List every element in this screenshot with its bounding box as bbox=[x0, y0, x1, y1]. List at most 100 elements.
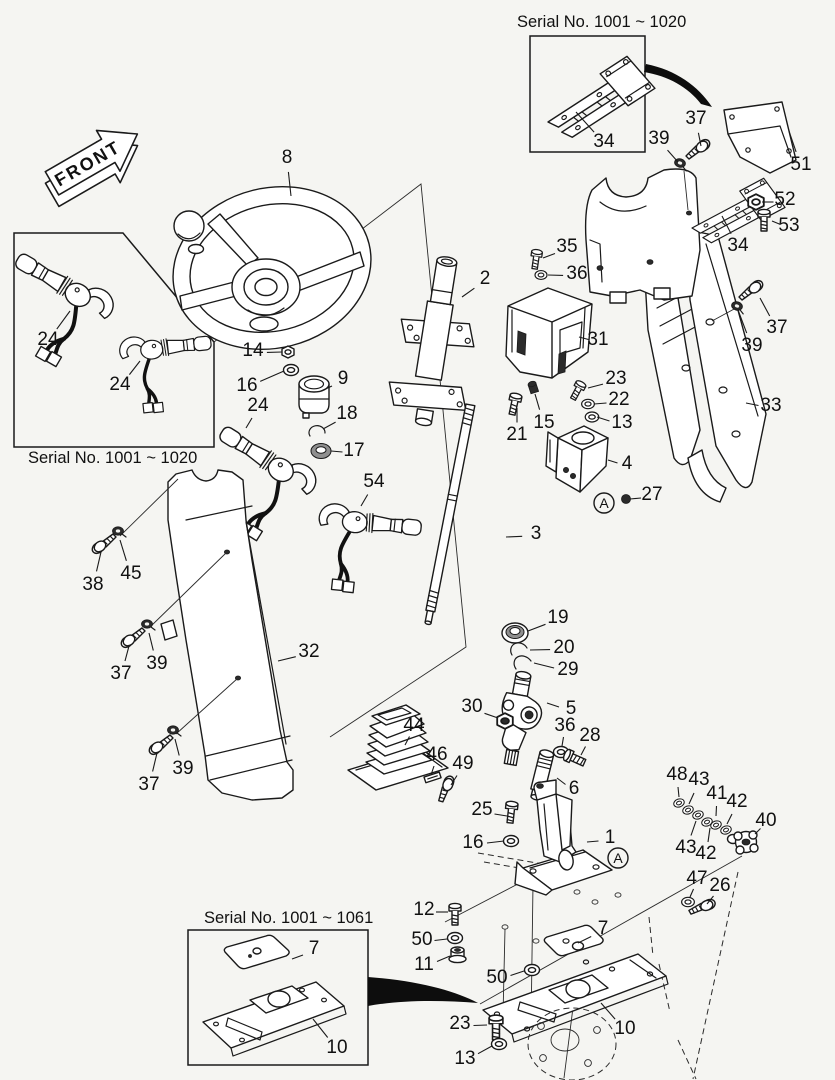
part-label-8: 8 bbox=[282, 147, 293, 168]
part-label-43: 43 bbox=[688, 769, 709, 790]
leader-28 bbox=[580, 746, 586, 756]
leader-18 bbox=[322, 421, 336, 430]
leader-33 bbox=[745, 402, 759, 407]
combo-lever-24-inset-b bbox=[116, 327, 220, 418]
leader-24 bbox=[245, 417, 253, 429]
leader-10 bbox=[600, 1002, 616, 1020]
combo-lever-24-inset-a bbox=[0, 243, 121, 380]
leader-13 bbox=[477, 1045, 493, 1055]
lower-cover-32 bbox=[160, 469, 294, 801]
washer-16-lower bbox=[502, 834, 520, 848]
part-label-51: 51 bbox=[790, 154, 811, 175]
nut-30-center bbox=[501, 718, 509, 724]
leader-15 bbox=[534, 393, 541, 410]
part-label-50: 50 bbox=[486, 967, 507, 988]
combo-lever-54 bbox=[309, 500, 425, 601]
leader-25 bbox=[494, 813, 508, 817]
universal-joint-5 bbox=[501, 670, 543, 767]
leader-39 bbox=[148, 632, 154, 651]
leader-40 bbox=[754, 828, 761, 835]
part-label-16: 16 bbox=[236, 375, 257, 396]
leader-2 bbox=[461, 287, 475, 298]
washer-50-lower bbox=[523, 963, 541, 977]
part-label-34: 34 bbox=[727, 235, 749, 256]
leader-47 bbox=[689, 888, 695, 898]
part-label-33: 33 bbox=[760, 395, 781, 416]
part-label-44: 44 bbox=[403, 715, 425, 736]
leader-34 bbox=[721, 215, 732, 235]
ignition-switch-9 bbox=[298, 375, 330, 419]
part-label-13: 13 bbox=[611, 412, 632, 433]
part-label-24: 24 bbox=[109, 374, 131, 395]
part-label-7: 7 bbox=[309, 938, 320, 959]
leader-50 bbox=[510, 970, 525, 977]
bushing-17 bbox=[310, 443, 332, 459]
leader-39 bbox=[737, 309, 748, 334]
steering-shaft bbox=[424, 403, 476, 626]
washer-36 bbox=[534, 270, 548, 280]
part-label-15: 15 bbox=[533, 412, 554, 433]
screw-37-left-upper bbox=[118, 627, 146, 651]
leader-27 bbox=[629, 497, 642, 500]
leader-10 bbox=[312, 1018, 329, 1038]
grommet-39-left-upper bbox=[140, 619, 156, 631]
svg-text:A: A bbox=[599, 495, 609, 511]
part-label-28: 28 bbox=[579, 725, 600, 746]
part-label-45: 45 bbox=[120, 563, 141, 584]
inset-caption-top: Serial No. 1001 ~ 1020 bbox=[517, 13, 686, 31]
leader-41 bbox=[715, 805, 718, 817]
part-label-16: 16 bbox=[462, 832, 483, 853]
part-label-20: 20 bbox=[553, 637, 574, 658]
part-label-32: 32 bbox=[298, 641, 319, 662]
stud-15 bbox=[527, 380, 540, 395]
view-marker-A-1: A bbox=[593, 492, 615, 514]
leader-32 bbox=[277, 656, 296, 662]
tilt-block-4 bbox=[545, 425, 609, 493]
inset-box-left bbox=[13, 232, 215, 448]
support-bracket-1 bbox=[514, 779, 613, 896]
leader-46 bbox=[430, 765, 435, 776]
part-label-52: 52 bbox=[774, 189, 795, 210]
part-label-10: 10 bbox=[326, 1037, 347, 1058]
part-label-48: 48 bbox=[666, 764, 687, 785]
bolt-35 bbox=[528, 248, 544, 271]
leader-24 bbox=[128, 360, 141, 375]
steering-wheel bbox=[172, 185, 372, 351]
phantom-holes bbox=[501, 889, 622, 944]
part-label-23: 23 bbox=[449, 1013, 470, 1034]
leader-17 bbox=[330, 450, 343, 453]
part-label-25: 25 bbox=[471, 799, 492, 820]
leader-7 bbox=[291, 954, 304, 960]
leader-5 bbox=[546, 702, 560, 708]
leader-23 bbox=[587, 383, 604, 389]
leader-13 bbox=[596, 416, 610, 422]
nut-11 bbox=[448, 946, 467, 964]
inset-caption-left: Serial No. 1001 ~ 1020 bbox=[28, 449, 197, 467]
bearing-19 bbox=[501, 622, 529, 644]
part-label-36: 36 bbox=[566, 263, 587, 284]
leader-22 bbox=[593, 402, 607, 405]
front-arrow: FRONT bbox=[44, 129, 139, 208]
bolt-21 bbox=[505, 391, 524, 417]
part-label-24: 24 bbox=[37, 329, 59, 350]
leader-49 bbox=[450, 775, 458, 786]
part-label-50: 50 bbox=[411, 929, 432, 950]
part-label-35: 35 bbox=[556, 236, 577, 257]
gear-housing-phantom bbox=[527, 1007, 617, 1080]
leader-45 bbox=[119, 539, 127, 561]
leader-24 bbox=[56, 310, 71, 330]
screw-38 bbox=[89, 533, 117, 557]
part-label-46: 46 bbox=[426, 744, 447, 765]
leader-50 bbox=[434, 938, 448, 942]
snap-ring-20 bbox=[510, 642, 528, 656]
solid-pointer-arrow bbox=[368, 977, 478, 1006]
ball-27 bbox=[621, 494, 631, 504]
leader-8 bbox=[287, 171, 292, 197]
part-label-2: 2 bbox=[480, 268, 491, 289]
leader-37 bbox=[759, 297, 771, 317]
part-label-18: 18 bbox=[336, 403, 357, 424]
part-label-53: 53 bbox=[778, 215, 799, 236]
washer-22 bbox=[581, 398, 595, 410]
nut-52 bbox=[747, 193, 765, 211]
